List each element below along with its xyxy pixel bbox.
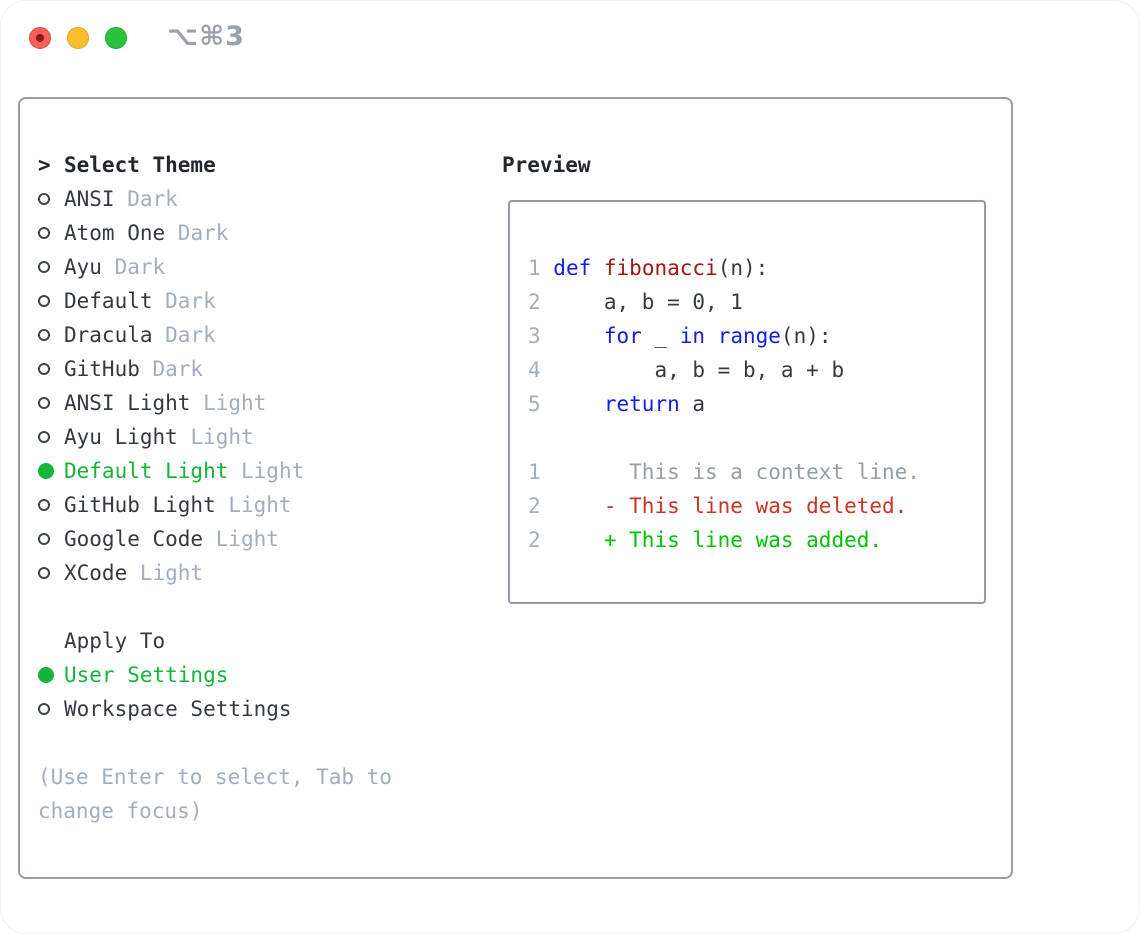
- theme-variant-tag: Dark: [152, 323, 216, 347]
- window-controls: [29, 27, 127, 49]
- theme-option-dracula[interactable]: Dracula Dark: [38, 318, 490, 352]
- option-label: Google Code: [64, 527, 204, 551]
- code-line: 2 - This line was deleted.: [528, 494, 908, 518]
- theme-variant-tag: Light: [203, 527, 279, 551]
- radio-selected-icon: [38, 667, 64, 683]
- theme-option-default-light[interactable]: Default Light Light: [38, 454, 490, 488]
- radio-icon: [38, 567, 64, 579]
- radio-icon: [38, 533, 64, 545]
- theme-variant-tag: Light: [127, 561, 204, 585]
- theme-variant-tag: Light: [190, 391, 267, 415]
- code-line: 4 a, b = b, a + b: [528, 358, 845, 382]
- hint-line: change focus): [38, 799, 203, 823]
- theme-variant-tag: Light: [215, 493, 292, 517]
- code-line: 5 return a: [528, 392, 706, 416]
- theme-option-atom-one[interactable]: Atom One Dark: [38, 216, 490, 250]
- code-line: 2 + This line was added.: [528, 528, 883, 552]
- code-line: 1 def fibonacci(n):: [528, 256, 769, 280]
- apply-to-heading: Apply To: [38, 624, 490, 658]
- radio-icon: [38, 193, 64, 205]
- theme-option-xcode[interactable]: XCode Light: [38, 556, 490, 590]
- theme-variant-tag: Dark: [139, 357, 204, 381]
- theme-option-ansi[interactable]: ANSI Dark: [38, 182, 490, 216]
- option-label: Workspace Settings: [64, 697, 292, 721]
- option-label: User Settings: [64, 663, 229, 687]
- radio-icon: [38, 397, 64, 409]
- code-line: 2 a, b = 0, 1: [528, 290, 743, 314]
- code-line: 1 This is a context line.: [528, 460, 920, 484]
- radio-icon: [38, 227, 64, 239]
- theme-variant-tag: Dark: [165, 221, 229, 245]
- radio-icon: [38, 295, 64, 307]
- option-label: Dracula: [64, 323, 153, 347]
- theme-variant-tag: Light: [228, 459, 305, 483]
- option-label: Default: [64, 289, 153, 313]
- hint-text: (Use Enter to select, Tab to change focus…: [38, 760, 490, 828]
- focus-caret-icon: >: [38, 153, 51, 177]
- option-label: ANSI: [64, 187, 115, 211]
- option-label: Atom One: [64, 221, 166, 245]
- option-label: GitHub: [64, 357, 140, 381]
- option-label: GitHub Light: [64, 493, 216, 517]
- select-theme-heading: > Select Theme: [38, 148, 490, 182]
- radio-icon: [38, 431, 64, 443]
- code-line: 3 for _ in range(n):: [528, 324, 832, 348]
- option-label: ANSI Light: [64, 391, 191, 415]
- radio-icon: [38, 363, 64, 375]
- theme-option-default[interactable]: Default Dark: [38, 284, 490, 318]
- apply-to-title: Apply To: [64, 629, 166, 653]
- theme-variant-tag: Dark: [114, 187, 178, 211]
- apply-option-workspace-settings[interactable]: Workspace Settings: [38, 692, 490, 726]
- code-line: [528, 421, 984, 455]
- theme-option-google-code[interactable]: Google Code Light: [38, 522, 490, 556]
- theme-option-ansi-light[interactable]: ANSI Light Light: [38, 386, 490, 420]
- theme-variant-tag: Dark: [101, 255, 166, 279]
- preview-code: 1 def fibonacci(n): 2 a, b = 0, 1 3 for _ …: [510, 202, 984, 557]
- minimize-button[interactable]: [67, 27, 89, 49]
- option-label: XCode: [64, 561, 128, 585]
- select-theme-title: Select Theme: [64, 153, 216, 177]
- theme-option-github[interactable]: GitHub Dark: [38, 352, 490, 386]
- theme-option-ayu-light[interactable]: Ayu Light Light: [38, 420, 490, 454]
- option-label: Ayu: [64, 255, 102, 279]
- theme-variant-tag: Light: [177, 425, 254, 449]
- radio-icon: [38, 703, 64, 715]
- radio-icon: [38, 261, 64, 273]
- close-button[interactable]: [29, 27, 51, 49]
- radio-icon: [38, 329, 64, 341]
- preview-title: Preview: [502, 153, 591, 177]
- radio-icon: [38, 499, 64, 511]
- option-label: Ayu Light: [64, 425, 178, 449]
- preview-panel: 1 def fibonacci(n): 2 a, b = 0, 1 3 for _ …: [508, 200, 986, 604]
- theme-variant-tag: Dark: [152, 289, 216, 313]
- theme-option-github-light[interactable]: GitHub Light Light: [38, 488, 490, 522]
- radio-selected-icon: [38, 463, 64, 479]
- zoom-button[interactable]: [105, 27, 127, 49]
- apply-option-user-settings[interactable]: User Settings: [38, 658, 490, 692]
- theme-option-ayu[interactable]: Ayu Dark: [38, 250, 490, 284]
- keyboard-shortcut-label: ⌥⌘3: [167, 21, 245, 52]
- hint-line: (Use Enter to select, Tab to: [38, 765, 393, 789]
- option-label: Default Light: [64, 459, 229, 483]
